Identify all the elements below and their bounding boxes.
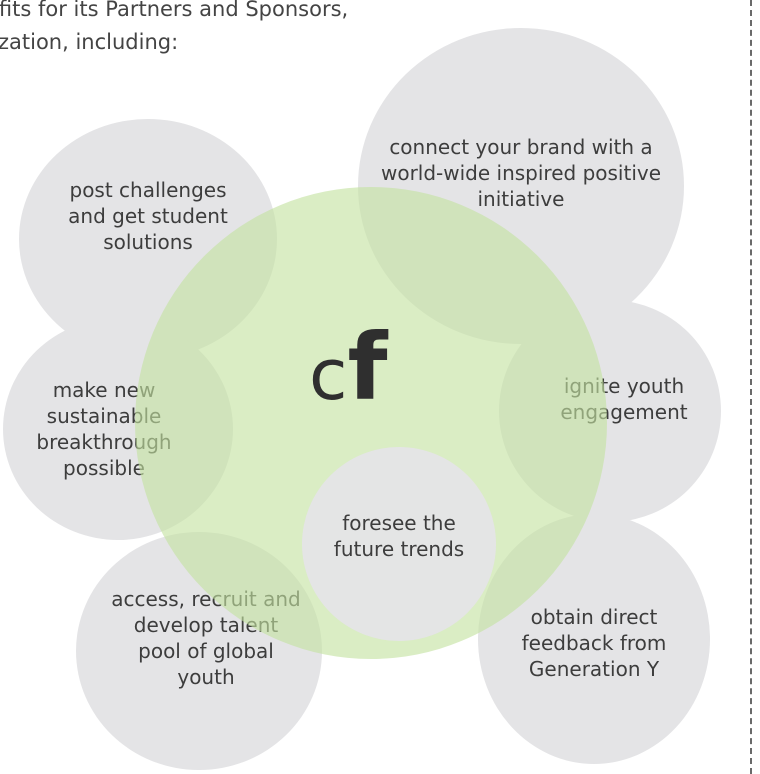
intro-text: efits for its Partners and Sponsors, zat… bbox=[0, 0, 560, 96]
dashed-divider bbox=[750, 0, 752, 774]
logo-c: c bbox=[309, 334, 348, 416]
logo-f: f bbox=[347, 314, 388, 421]
cf-logo: cf bbox=[309, 322, 388, 416]
intro-line-1: efits for its Partners and Sponsors, bbox=[0, 0, 349, 21]
bubble-foresee-label: foresee the future trends bbox=[333, 511, 465, 561]
intro-line-2: zation, including: bbox=[0, 30, 179, 54]
bubble-connect-label: connect your brand with a world-wide ins… bbox=[380, 135, 662, 211]
bubble-obtain-label: obtain direct feedback from Generation Y bbox=[521, 605, 667, 681]
bubble-post-label: post challenges and get student solution… bbox=[68, 178, 228, 254]
bubble-foresee: foresee the future trends bbox=[302, 447, 496, 641]
